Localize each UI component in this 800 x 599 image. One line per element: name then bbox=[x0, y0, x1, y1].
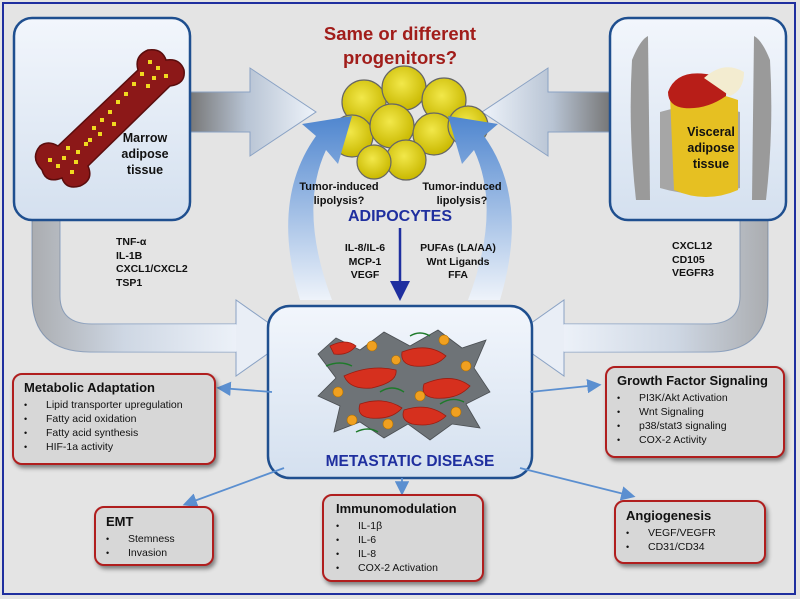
list-item: •IL-6 bbox=[336, 534, 377, 546]
list-item: •IL-8 bbox=[336, 548, 377, 560]
arrow-marrow-to-metastasis bbox=[31, 217, 291, 377]
adipocytes-label: ADIPOCYTES bbox=[347, 208, 452, 225]
list-item: •COX-2 Activation bbox=[336, 562, 438, 574]
tumor-cell-mass bbox=[317, 329, 491, 441]
list-item: •VEGF/VEGFR bbox=[626, 527, 716, 539]
arrow-visceral-to-metastasis bbox=[509, 217, 769, 377]
metastatic-disease-label: METASTATIC DISEASE bbox=[325, 453, 495, 470]
box-title: Growth Factor Signaling bbox=[617, 373, 768, 388]
visceral-adipose-label: Visceral adipose tissue bbox=[687, 125, 735, 171]
list-item: •IL-1β bbox=[336, 520, 383, 532]
box-title: Metabolic Adaptation bbox=[24, 380, 155, 395]
curved-arrow-left bbox=[288, 116, 352, 300]
list-item: •Fatty acid oxidation bbox=[24, 413, 137, 425]
list-item: •COX-2 Activity bbox=[617, 434, 707, 446]
adipocyte-secreted-lipids: PUFAs (LA/AA) Wnt Ligands FFA bbox=[420, 242, 496, 281]
visceral-factors: CXCL12 CD105 VEGFR3 bbox=[672, 240, 715, 279]
immunomodulation-box: Immunomodulation •IL-1β •IL-6 •IL-8 •COX… bbox=[322, 494, 484, 582]
lipolysis-label-left: Tumor-induced lipolysis? bbox=[299, 181, 379, 207]
marrow-adipose-label: Marrow adipose tissue bbox=[121, 131, 169, 177]
arrow-to-angio bbox=[519, 467, 636, 501]
list-item: •p38/stat3 signaling bbox=[617, 420, 727, 432]
bone-icon bbox=[34, 48, 185, 188]
lipolysis-label-right: Tumor-induced lipolysis? bbox=[422, 181, 502, 207]
angiogenesis-box: Angiogenesis •VEGF/VEGFR •CD31/CD34 bbox=[614, 500, 766, 564]
growth-factor-signaling-box: Growth Factor Signaling •PI3K/Akt Activa… bbox=[605, 366, 785, 458]
list-item: •CD31/CD34 bbox=[626, 541, 705, 553]
list-item: •Wnt Signaling bbox=[617, 406, 704, 418]
list-item: •Lipid transporter upregulation bbox=[24, 399, 183, 411]
list-item: •Invasion bbox=[106, 547, 168, 559]
curved-arrow-right bbox=[448, 116, 512, 300]
emt-box: EMT •Stemness •Invasion bbox=[94, 506, 214, 566]
arrow-to-metabolic bbox=[216, 381, 273, 397]
arrow-to-growth bbox=[529, 378, 602, 394]
box-title: Angiogenesis bbox=[626, 508, 712, 523]
list-item: •Fatty acid synthesis bbox=[24, 427, 139, 439]
arrow-marrow-to-adipocytes bbox=[189, 67, 317, 157]
arrow-to-emt bbox=[182, 467, 285, 508]
list-item: •HIF-1a activity bbox=[24, 441, 114, 453]
arrow-visceral-to-adipocytes bbox=[481, 67, 611, 157]
box-title: Immunomodulation bbox=[336, 501, 457, 516]
progenitor-question-title: Same or different progenitors? bbox=[323, 23, 477, 68]
list-item: •PI3K/Akt Activation bbox=[617, 392, 728, 404]
list-item: •Stemness bbox=[106, 533, 175, 545]
adipocyte-secreted-cytokines: IL-8/IL-6 MCP-1 VEGF bbox=[344, 242, 386, 281]
metabolic-adaptation-box: Metabolic Adaptation •Lipid transporter … bbox=[12, 373, 216, 465]
box-title: EMT bbox=[106, 514, 134, 529]
marrow-factors: TNF-α IL-1B CXCL1/CXCL2 TSP1 bbox=[116, 236, 188, 289]
torso-fat-icon bbox=[630, 36, 772, 200]
